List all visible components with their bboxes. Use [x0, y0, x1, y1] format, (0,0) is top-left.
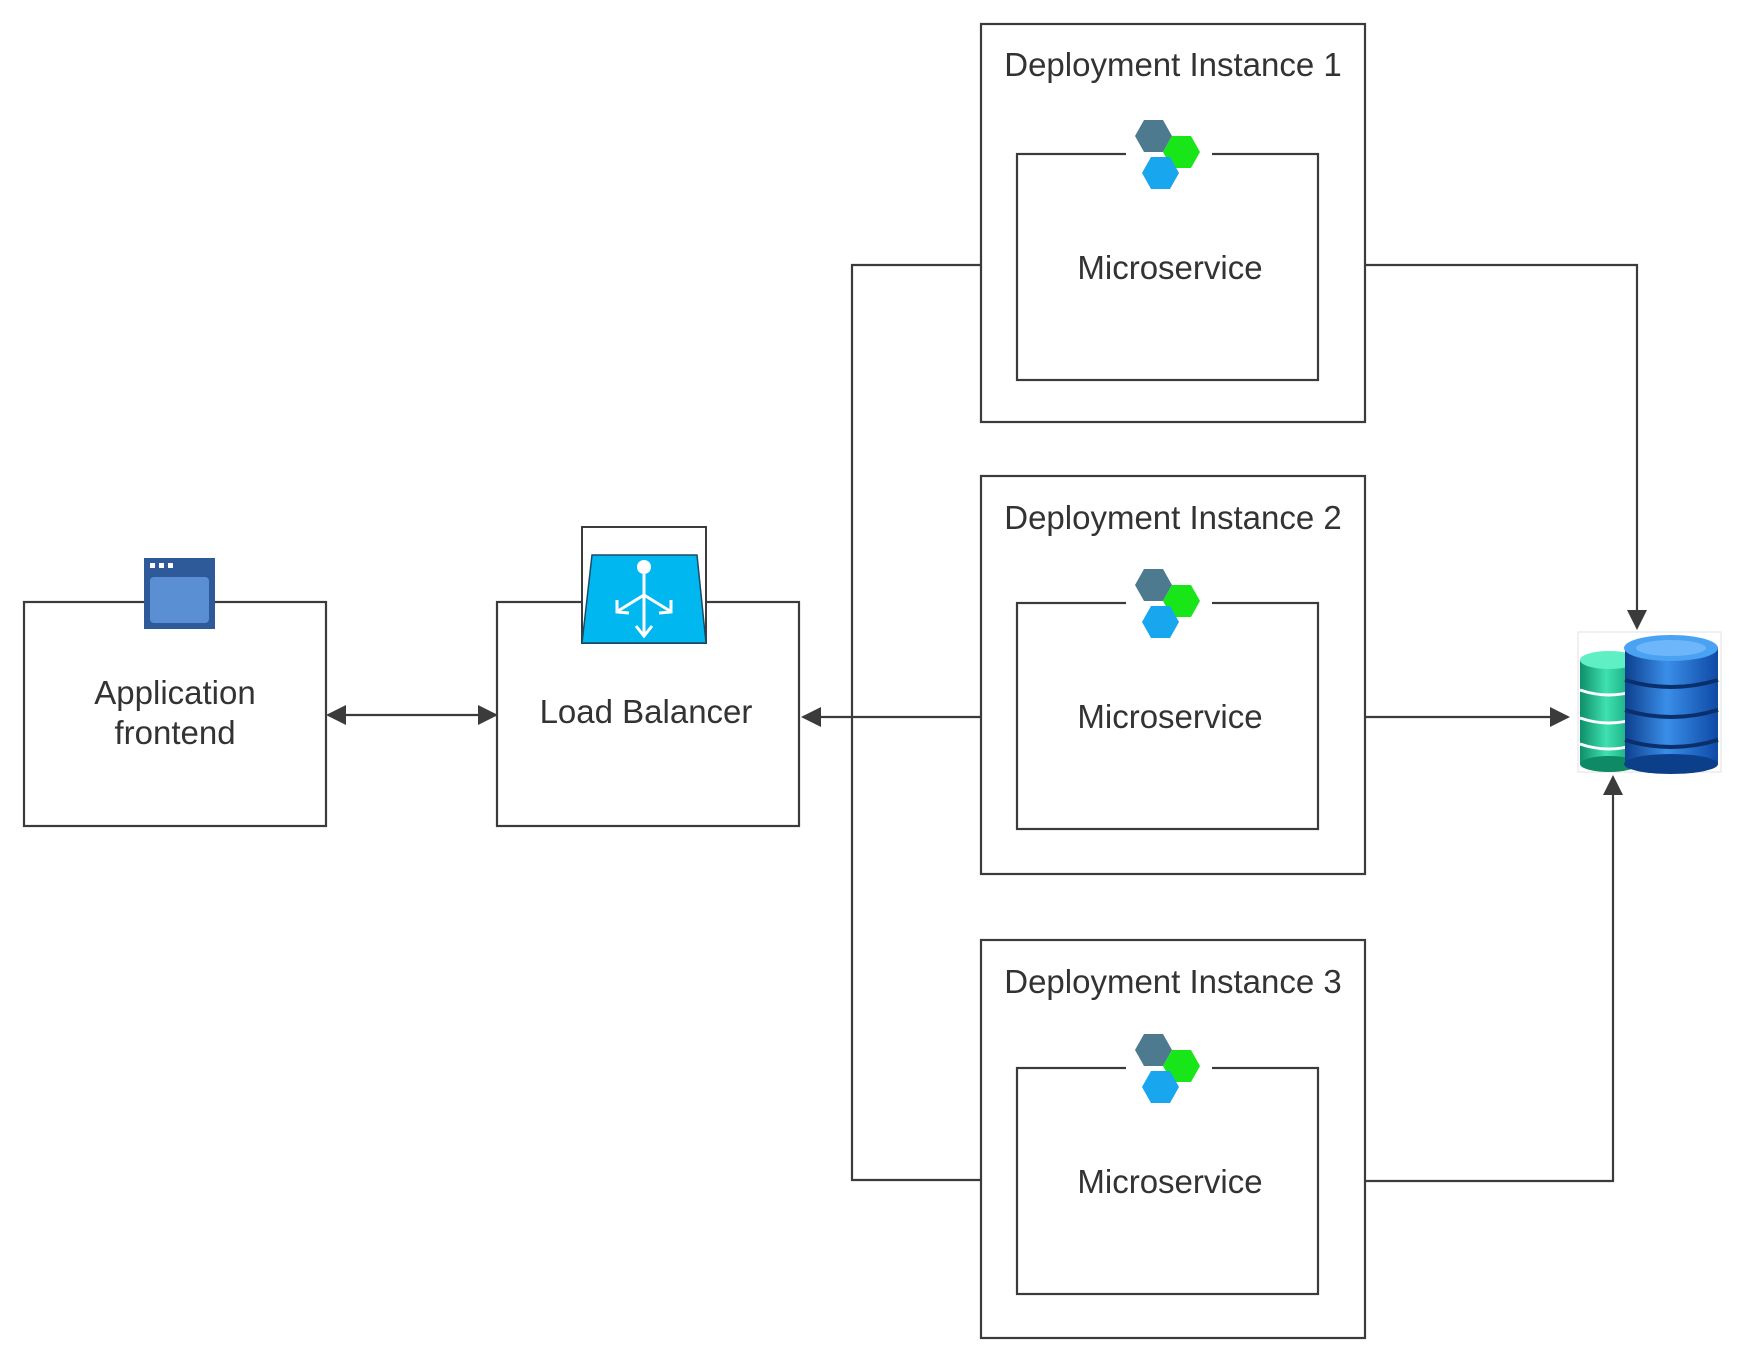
frontend-label-line1: Application	[94, 674, 255, 711]
frontend-node: Application frontend	[22, 558, 328, 828]
browser-window-icon	[144, 558, 215, 629]
microservice-1-label: Microservice	[1077, 249, 1262, 286]
instance1-to-bus	[850, 263, 983, 1182]
deployment-instance-2-title: Deployment Instance 2	[1004, 499, 1342, 536]
deployment-instance-3: Deployment Instance 3 Microservice	[979, 938, 1367, 1340]
microservice-1-hexagon-icon	[1126, 112, 1212, 194]
load-balancer-node: Load Balancer	[495, 526, 801, 828]
deployment-instance-1: Deployment Instance 1 Microservice	[979, 22, 1367, 424]
load-balancer-label: Load Balancer	[540, 693, 753, 730]
instance1-db-connector	[1365, 263, 1647, 630]
deployment-instance-1-title: Deployment Instance 1	[1004, 46, 1342, 83]
deployment-instance-3-title: Deployment Instance 3	[1004, 963, 1342, 1000]
connectors	[326, 263, 1647, 1183]
instance3-db-connector	[1365, 775, 1623, 1183]
frontend-label-line2: frontend	[114, 714, 235, 751]
microservice-2-hexagon-icon	[1126, 561, 1212, 643]
frontend-box	[22, 600, 328, 828]
deployment-instance-2: Deployment Instance 2 Microservice	[979, 474, 1367, 876]
microservice-3-label: Microservice	[1077, 1163, 1262, 1200]
load-balancer-icon	[581, 526, 707, 644]
database-cluster-icon	[1577, 631, 1722, 774]
microservice-2-label: Microservice	[1077, 698, 1262, 735]
microservice-3-hexagon-icon	[1126, 1026, 1212, 1108]
